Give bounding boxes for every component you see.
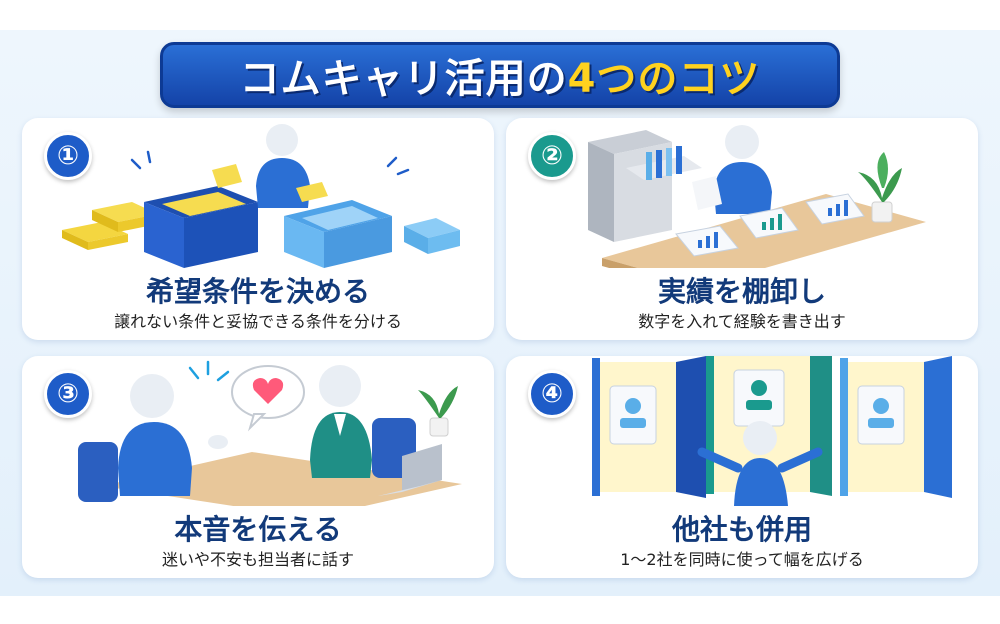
filing-cabinet-illustration — [588, 125, 926, 268]
yellow-paper-stack — [62, 202, 158, 250]
card-subtitle-2: 数字を入れて経験を書き出す — [638, 312, 846, 331]
title-accent: 4つのコツ — [567, 56, 761, 102]
step-badge-3: ③ — [44, 370, 92, 418]
person-figure — [697, 421, 823, 506]
person-figure-right — [310, 365, 416, 478]
card-subtitle-1: 譲れない条件と妥協できる条件を分ける — [114, 312, 402, 331]
door-right — [840, 356, 952, 498]
light-blue-box — [284, 200, 392, 268]
heart-speech-bubble-icon — [231, 365, 305, 432]
door-left — [592, 356, 706, 498]
consultation-illustration — [78, 360, 462, 506]
sorting-boxes-illustration — [62, 124, 460, 268]
plant-icon — [858, 152, 902, 223]
tip-card-3: ③ 本音を伝える 迷いや不安も担当者に話す — [22, 356, 494, 578]
dark-blue-box — [144, 186, 258, 268]
chart-documents — [675, 193, 865, 257]
chair-left — [78, 442, 118, 502]
card-subtitle-4: 1〜2社を同時に使って幅を広げる — [620, 550, 864, 569]
filing-cabinet-icon — [588, 130, 702, 242]
person-figure-left — [118, 374, 228, 496]
step-badge-2: ② — [528, 132, 576, 180]
person-figure — [212, 124, 328, 208]
card-subtitle-3: 迷いや不安も担当者に話す — [161, 550, 354, 569]
step-badge-1: ① — [44, 132, 92, 180]
card-title-3: 本音を伝える — [174, 513, 342, 546]
spark-lines — [130, 150, 410, 176]
title-main: コムキャリ活用の — [239, 56, 568, 102]
tip-card-4: ④ 他社も併用 1〜2社を同時に使って幅を広げる — [506, 356, 978, 578]
emphasis-lines — [188, 360, 230, 382]
tip-card-2: ② 実績を棚卸し 数字を入れて経験を書き出す — [506, 118, 978, 340]
card-title-2: 実績を棚卸し — [657, 275, 826, 308]
card-title-4: 他社も併用 — [671, 513, 812, 546]
light-blue-paper-stack — [404, 218, 460, 254]
multiple-doors-illustration — [592, 356, 952, 506]
card-title-1: 希望条件を決める — [145, 275, 370, 308]
meeting-table — [102, 452, 462, 506]
person-figure — [692, 125, 772, 214]
tip-card-1: ① 希望条件を決める 譲れない条件と妥協できる条件を分ける — [22, 118, 494, 340]
step-badge-4: ④ — [528, 370, 576, 418]
laptop-icon — [378, 444, 442, 496]
plant-icon — [418, 386, 458, 437]
